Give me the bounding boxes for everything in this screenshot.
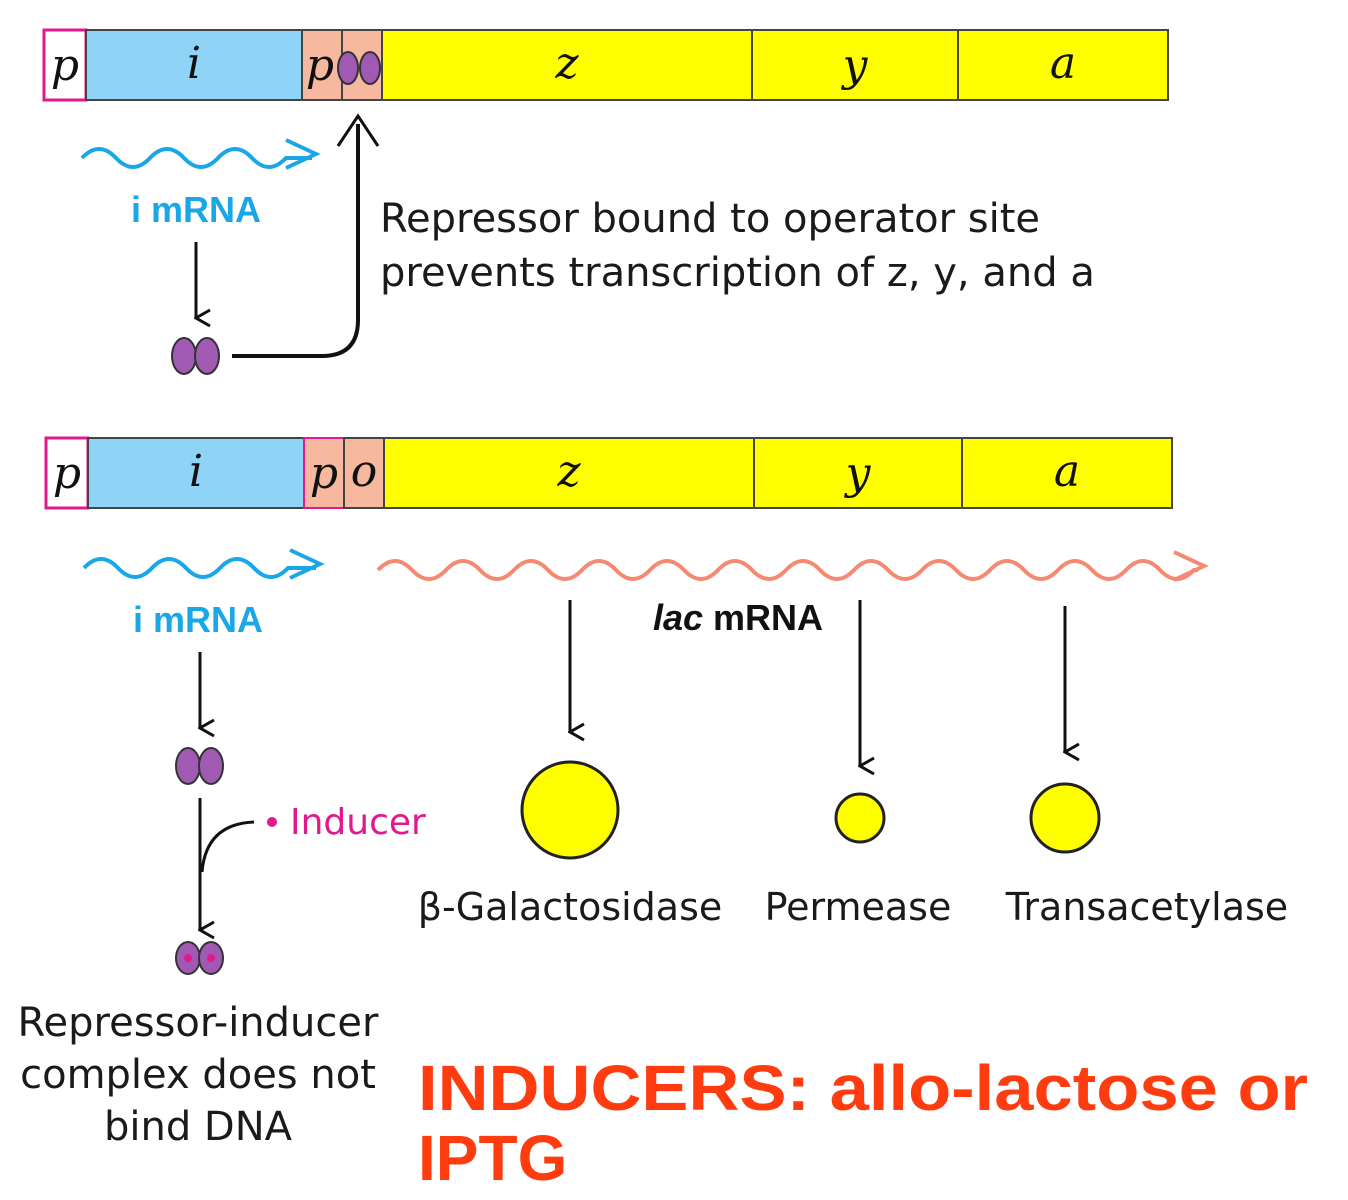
repressed-operon: p i p z y a i mRNA Repressor bound to op… — [42, 28, 1169, 375]
lac-mrna-label-rest: mRNA — [703, 597, 823, 638]
inducer-label: Inducer — [290, 802, 426, 843]
repressor-binding-arrowhead — [336, 113, 380, 147]
repressed-segment-p — [42, 28, 88, 102]
repressed-segment-p2 — [301, 29, 343, 101]
repressed-i-mrna-label: i mRNA — [131, 189, 261, 230]
product-galactosidase-circle — [520, 760, 620, 860]
repressed-note-line-1: Repressor bound to operator site — [380, 196, 1040, 242]
repressor-protein — [171, 337, 220, 375]
product-transacetylase-circle — [1029, 782, 1101, 854]
induced-i-mrna-label: i mRNA — [133, 599, 263, 640]
induced-label-y: y — [844, 448, 872, 499]
induced-segment-o — [343, 437, 385, 509]
lac-mrna-wave — [376, 559, 1198, 581]
product-galactosidase-label: β-Galactosidase — [418, 885, 723, 929]
repressed-note-line-2: prevents transcription of z, y, and a — [380, 250, 1095, 296]
repressed-label-a: a — [1050, 38, 1076, 89]
repressed-label-p2: p — [306, 40, 334, 91]
repressed-segment-i — [85, 29, 303, 101]
inducer-join-curve — [200, 820, 255, 873]
induced-label-p: p — [53, 448, 81, 499]
induced-repressor-protein — [175, 747, 224, 785]
complex-note-line-3: bind DNA — [104, 1104, 293, 1150]
repressor-on-operator — [337, 51, 381, 85]
complex-note-line-2: complex does not — [20, 1052, 376, 1098]
repressed-gene-bar: p i p z y a — [42, 28, 1169, 102]
lac-mrna-arrowhead — [1173, 550, 1209, 582]
product-permease-label: Permease — [765, 885, 952, 929]
repressor-binding-arrow — [232, 124, 360, 358]
induced-label-i: i — [189, 446, 203, 497]
product-transacetylase-label: Transacetylase — [1005, 885, 1288, 929]
lac-mrna-label-italic: lac — [653, 597, 703, 638]
induced-operon: p i p o z y a i mRNA lac mRNA β-Galactos… — [18, 436, 1288, 1150]
repressed-segment-a — [957, 29, 1169, 101]
induced-i-mrna-arrowhead — [289, 548, 325, 580]
induced-i-mrna-wave — [82, 557, 316, 579]
repressed-label-i: i — [187, 38, 201, 89]
induced-segment-i — [87, 437, 305, 509]
induced-gene-bar: p i p o z y a — [44, 436, 1173, 510]
repressed-label-z: z — [554, 38, 579, 89]
induced-label-a: a — [1054, 446, 1080, 497]
induced-segment-p2 — [303, 437, 345, 509]
inducer-dot — [267, 817, 277, 827]
inducers-note-line-1: INDUCERS: allo-lactose or — [418, 1052, 1308, 1124]
inducers-note-line-2: IPTG — [418, 1122, 567, 1194]
complex-note-line-1: Repressor-inducer — [18, 1000, 379, 1046]
repressed-i-mrna-arrowhead — [285, 138, 321, 170]
repressed-label-p: p — [51, 40, 79, 91]
repressed-i-mrna-wave — [80, 147, 312, 169]
repressed-segment-z — [381, 29, 753, 101]
induced-segment-a — [961, 437, 1173, 509]
induced-label-o: o — [351, 446, 378, 497]
repressor-inducer-complex — [175, 941, 224, 975]
lac-mrna-label: lac mRNA — [653, 597, 823, 638]
inducers-note: INDUCERS: allo-lactose or IPTG — [418, 1052, 1308, 1194]
repressed-segment-y — [751, 29, 959, 101]
induced-label-z: z — [556, 446, 581, 497]
induced-label-p2: p — [310, 448, 338, 499]
induced-segment-y — [753, 437, 963, 509]
product-permease-circle — [834, 792, 886, 844]
repressed-label-y: y — [841, 40, 869, 91]
